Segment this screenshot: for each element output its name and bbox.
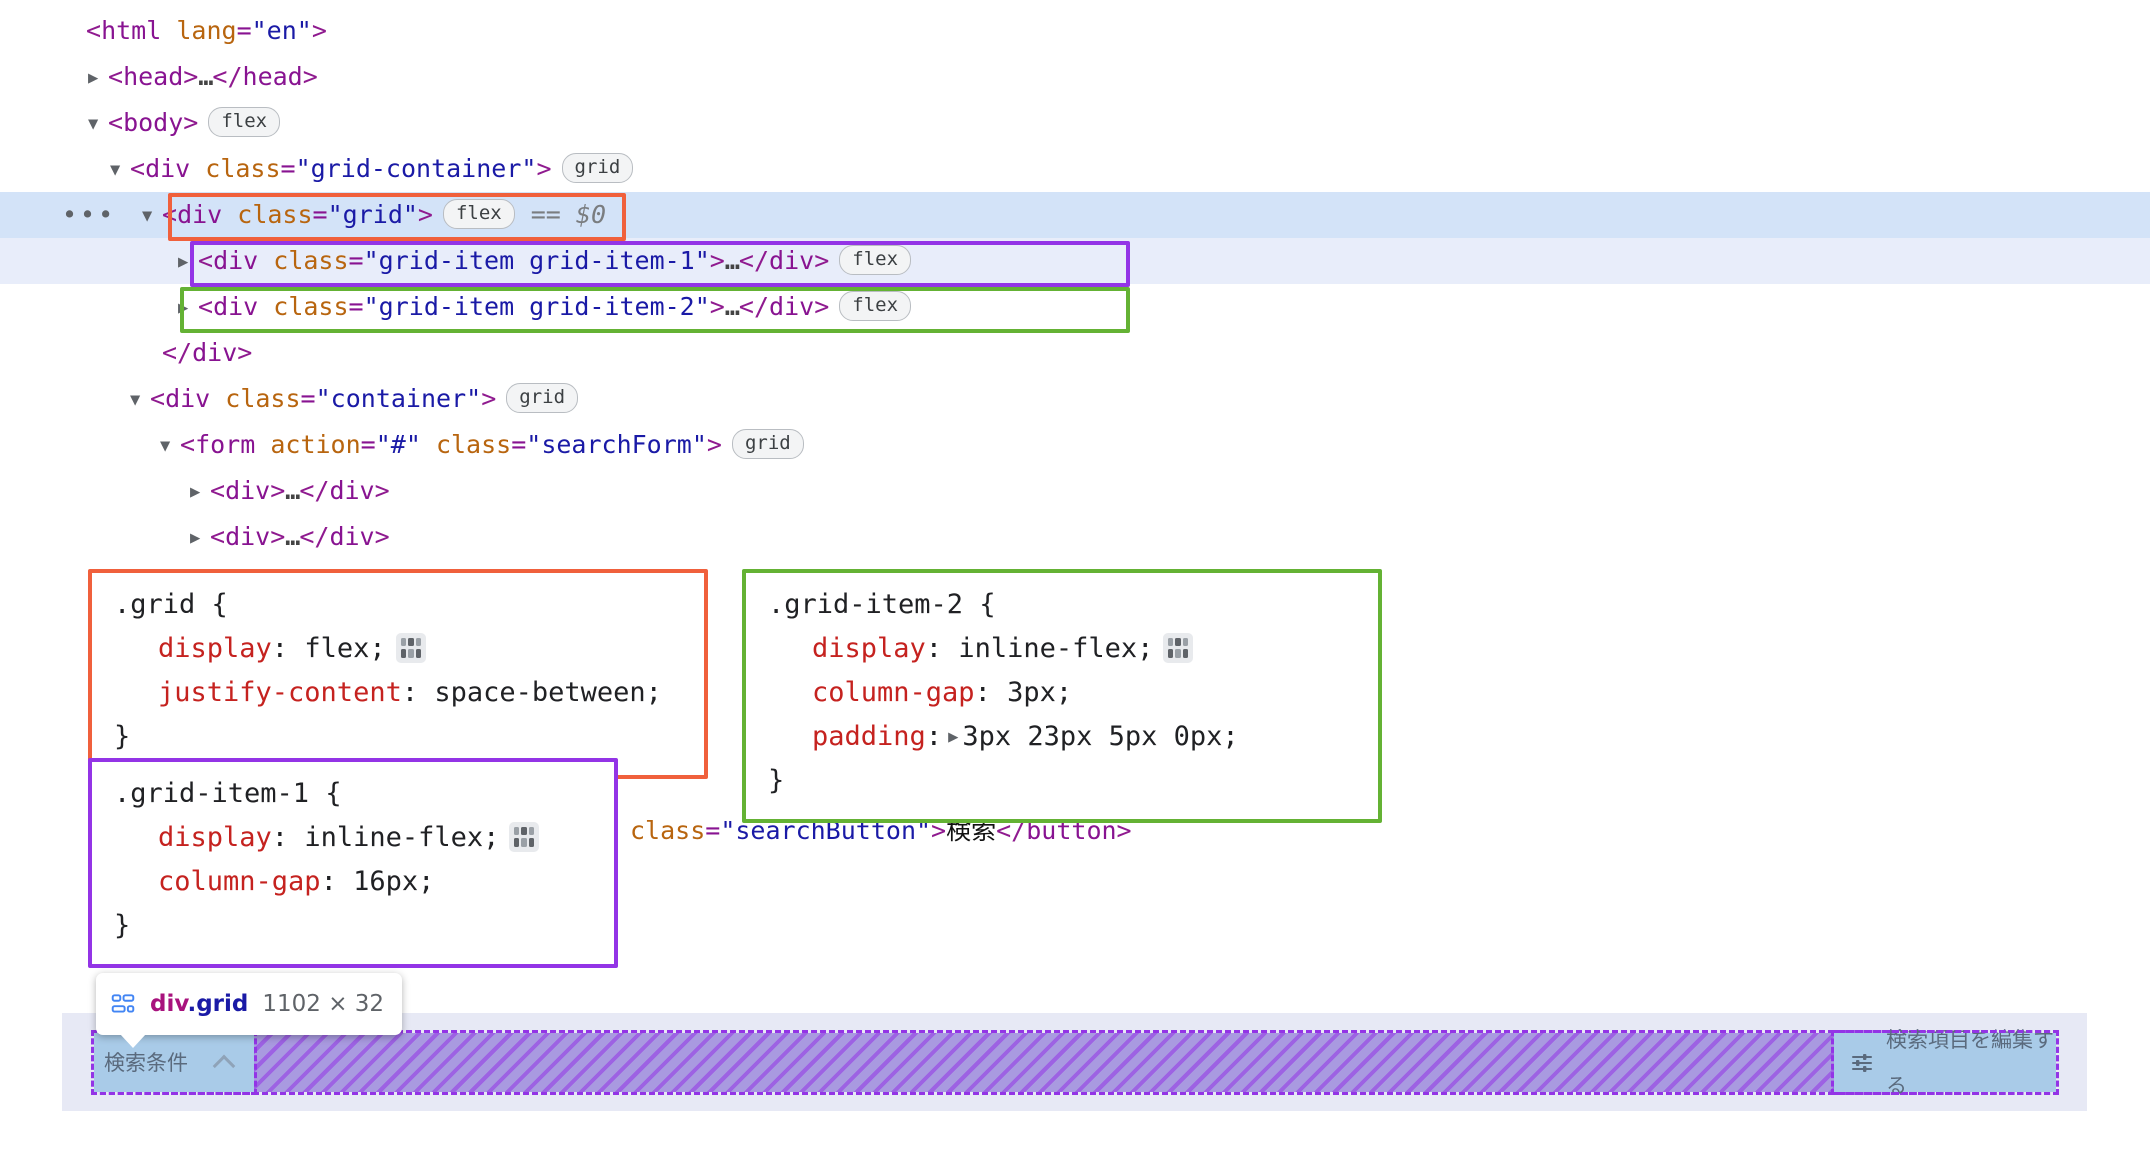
attr-value-lang: "en" [251,16,312,45]
overlay-search-conditions-control[interactable]: 検索条件 [91,1030,257,1095]
expand-toggle-padding-icon[interactable]: ▶ [948,727,959,747]
element-info-tooltip: div.grid 1102 × 32 [96,973,403,1048]
dom-row-grid-container[interactable]: <div class="grid-container">grid [0,146,2150,192]
dom-row-form-div-2[interactable]: <div>…</div> [0,514,2150,560]
css-prop-column-gap-item2[interactable]: column-gap [812,677,975,708]
dom-tree-panel[interactable]: <html lang="en"> <head>…</head> <body>fl… [0,0,2150,845]
css-close-brace-item2: } [768,765,785,796]
dom-row-head[interactable]: <head>…</head> [0,54,2150,100]
tag-name-html: html [101,16,162,45]
collapse-toggle-container[interactable] [130,377,148,423]
badge-search-form-grid[interactable]: grid [731,429,804,459]
css-val-display-item1[interactable]: inline-flex; [304,822,500,853]
css-prop-justify-content-grid[interactable]: justify-content [158,677,402,708]
tooltip-tag-name: div [150,991,188,1017]
css-close-brace-grid: } [114,721,131,752]
selected-node-marker: == $0 [530,200,607,229]
css-close-brace-item1: } [114,910,131,941]
css-prop-display-grid[interactable]: display [158,633,272,664]
css-val-padding-item2[interactable]: 3px 23px 5px 0px; [962,721,1239,752]
tooltip-class-name: .grid [187,991,249,1017]
css-val-column-gap-item2[interactable]: 3px; [1007,677,1073,708]
dom-row-grid-selected[interactable]: •••<div class="grid">flex== $0 [0,192,2150,238]
css-prop-padding-item2[interactable]: padding [812,721,926,752]
flex-badge-icon[interactable] [395,633,426,663]
css-prop-display-item1[interactable]: display [158,822,272,853]
css-prop-display-item2[interactable]: display [812,633,926,664]
attr-value-grid-item-1: "grid-item grid-item-1" [363,246,710,275]
tooltip-element-name: div.grid [150,981,248,1027]
flex-gap-hatch-region [254,1033,1834,1092]
flex-badge-icon[interactable] [509,822,540,852]
dom-row-form-div-1[interactable]: <div>…</div> [0,468,2150,514]
dom-row-overflow-ellipsis[interactable]: ••• [62,200,117,229]
attr-value-container: "container" [315,384,482,413]
tooltip-dimensions: 1102 × 32 [262,991,385,1017]
css-selector-grid-item-2: .grid-item-2 { [768,589,996,620]
css-rule-grid[interactable]: .grid { display: flex; justify-content: … [88,569,708,779]
css-selector-grid-item-1: .grid-item-1 { [114,778,342,809]
dom-row-body[interactable]: <body>flex [0,100,2150,146]
badge-body-flex[interactable]: flex [208,107,281,137]
css-val-display-grid[interactable]: flex; [304,633,386,664]
dom-row-grid-item-2[interactable]: <div class="grid-item grid-item-2">…</di… [0,284,2150,330]
attr-value-form-class: "searchForm" [526,430,707,459]
dom-row-search-form[interactable]: <form action="#" class="searchForm">grid [0,422,2150,468]
badge-grid-flex[interactable]: flex [442,199,515,229]
expand-toggle-form-div-2[interactable] [190,515,208,561]
flex-badge-icon[interactable] [1163,633,1194,663]
expand-toggle-grid-item-1[interactable] [178,239,196,285]
collapse-toggle-search-form[interactable] [160,423,178,469]
css-selector-grid: .grid { [114,589,228,620]
dom-row-grid-item-1[interactable]: <div class="grid-item grid-item-1">…</di… [0,238,2150,284]
badge-grid-item-2-flex[interactable]: flex [839,291,912,321]
overlay-search-conditions-label: 検索条件 [104,1050,188,1075]
css-prop-column-gap-item1[interactable]: column-gap [158,866,321,897]
expand-toggle-head[interactable] [88,55,106,101]
collapse-toggle-grid-container[interactable] [110,147,128,193]
overlay-edit-search-items-control[interactable]: 検索項目を編集する [1831,1028,2059,1098]
attr-name-lang: lang [176,16,237,45]
css-val-justify-content-grid[interactable]: space-between; [434,677,662,708]
dom-row-html[interactable]: <html lang="en"> [86,16,327,45]
attr-value-grid-item-2: "grid-item grid-item-2" [363,292,710,321]
attr-value-grid-container: "grid-container" [295,154,537,183]
chevron-up-icon[interactable] [212,1054,236,1077]
tune-sliders-icon [1852,1053,1872,1072]
dom-row-grid-close[interactable]: </div> [162,338,253,367]
expand-toggle-form-div-1[interactable] [190,469,208,515]
dom-row-container[interactable]: <div class="container">grid [0,376,2150,422]
css-rule-grid-item-1[interactable]: .grid-item-1 { display: inline-flex; col… [88,758,618,968]
element-highlight-overlay: 検索条件 検索項目を編集する [91,1028,2059,1098]
badge-grid-item-1-flex[interactable]: flex [839,245,912,275]
collapse-toggle-body[interactable] [88,101,106,147]
expand-toggle-grid-item-2[interactable] [178,285,196,331]
badge-grid-container-grid[interactable]: grid [561,153,634,183]
badge-container-grid[interactable]: grid [506,383,579,413]
attr-value-form-action: "#" [375,430,421,459]
overlay-edit-search-items-label: 検索項目を編集する [1886,1027,2054,1098]
css-val-display-item2[interactable]: inline-flex; [958,633,1154,664]
css-val-column-gap-item1[interactable]: 16px; [353,866,435,897]
collapse-toggle-grid[interactable] [142,193,160,239]
flex-layout-icon [111,994,135,1013]
css-rule-grid-item-2[interactable]: .grid-item-2 { display: inline-flex; col… [742,569,1382,823]
attr-value-grid: "grid" [327,200,418,229]
